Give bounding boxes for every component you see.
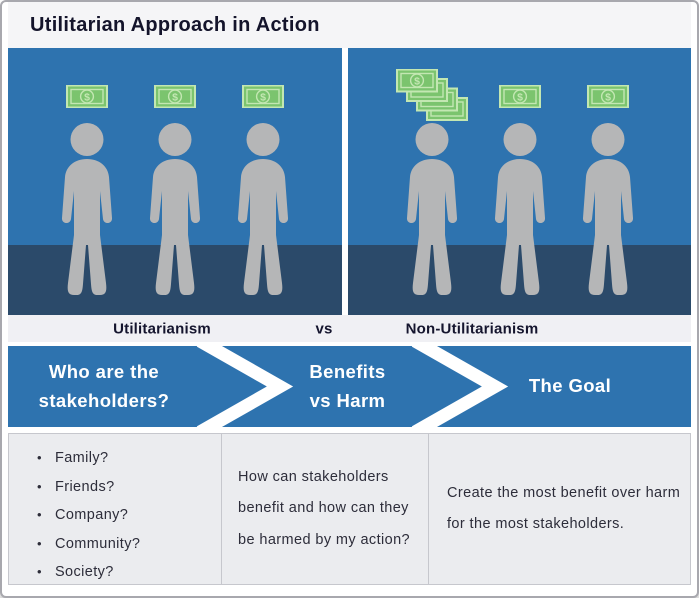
- money-stack-icon: $: [395, 69, 468, 121]
- benefits-harm-text: How can stakeholders benefit and how can…: [238, 468, 411, 548]
- goal-column: Create the most benefit over harm for th…: [429, 434, 690, 584]
- chevron-arrows-icon: [196, 346, 509, 427]
- money-bill-icon: $: [66, 85, 108, 108]
- utilitarianism-label: Utilitarianism: [113, 320, 211, 337]
- list-item: Community?: [37, 530, 221, 559]
- step-the-goal: The Goal: [528, 375, 612, 397]
- vs-label: vs: [315, 320, 333, 337]
- list-item: Family?: [37, 444, 221, 473]
- spacer: [8, 427, 691, 433]
- money-bill-icon: $: [242, 85, 284, 108]
- person-icon: [406, 123, 457, 295]
- list-item: Society?: [37, 558, 221, 587]
- comparison-scene: $ $: [8, 48, 691, 315]
- dollar-glyph: $: [84, 91, 90, 103]
- person-icon: [582, 123, 633, 295]
- title-band: Utilitarian Approach in Action: [8, 2, 691, 48]
- step-stakeholders: Who are the stakeholders?: [38, 360, 170, 411]
- person-icon: [61, 123, 113, 295]
- person-with-money: $: [43, 69, 131, 295]
- person-with-money-stack: $: [388, 69, 476, 295]
- person-icon: [237, 123, 289, 295]
- dollar-glyph: $: [414, 75, 420, 87]
- utilitarian-panel: $ $: [8, 48, 342, 315]
- money-bill-icon: $: [154, 85, 196, 108]
- person-with-money: $: [131, 69, 219, 295]
- list-item: Company?: [37, 501, 221, 530]
- page-title: Utilitarian Approach in Action: [30, 13, 320, 36]
- goal-text: Create the most benefit over harm for th…: [447, 484, 681, 533]
- step-benefits-vs-harm: Benefits vs Harm: [309, 360, 386, 411]
- panel-divider: [342, 48, 348, 315]
- floor-right: [348, 245, 691, 315]
- spacer: [8, 342, 691, 346]
- stakeholders-column: Family? Friends? Company? Community? Soc…: [9, 434, 222, 584]
- non-utilitarianism-label: Non-Utilitarianism: [405, 320, 539, 337]
- person-icon: [149, 123, 201, 295]
- process-steps-band: Who are the stakeholders? Benefits vs Ha…: [8, 346, 691, 427]
- comparison-labels: Utilitarianism vs Non-Utilitarianism: [8, 315, 691, 342]
- benefits-harm-column: How can stakeholders benefit and how can…: [222, 434, 429, 584]
- non-utilitarian-people: $ $: [348, 48, 691, 315]
- dollar-glyph: $: [605, 91, 611, 103]
- person-with-money: $: [564, 69, 652, 295]
- person-icon: [494, 123, 545, 295]
- dollar-glyph: $: [260, 91, 266, 103]
- money-bill-icon: $: [586, 85, 629, 108]
- stakeholder-list: Family? Friends? Company? Community? Soc…: [37, 444, 221, 587]
- person-with-money: $: [219, 69, 307, 295]
- non-utilitarian-panel: $ $: [348, 48, 691, 315]
- floor-left: [8, 245, 342, 315]
- dollar-glyph: $: [517, 91, 523, 103]
- utilitarian-people: $ $: [8, 48, 342, 315]
- list-item: Friends?: [37, 473, 221, 502]
- person-with-money: $: [476, 69, 564, 295]
- money-bill-icon: $: [498, 85, 541, 108]
- dollar-glyph: $: [172, 91, 178, 103]
- detail-columns: Family? Friends? Company? Community? Soc…: [8, 433, 691, 585]
